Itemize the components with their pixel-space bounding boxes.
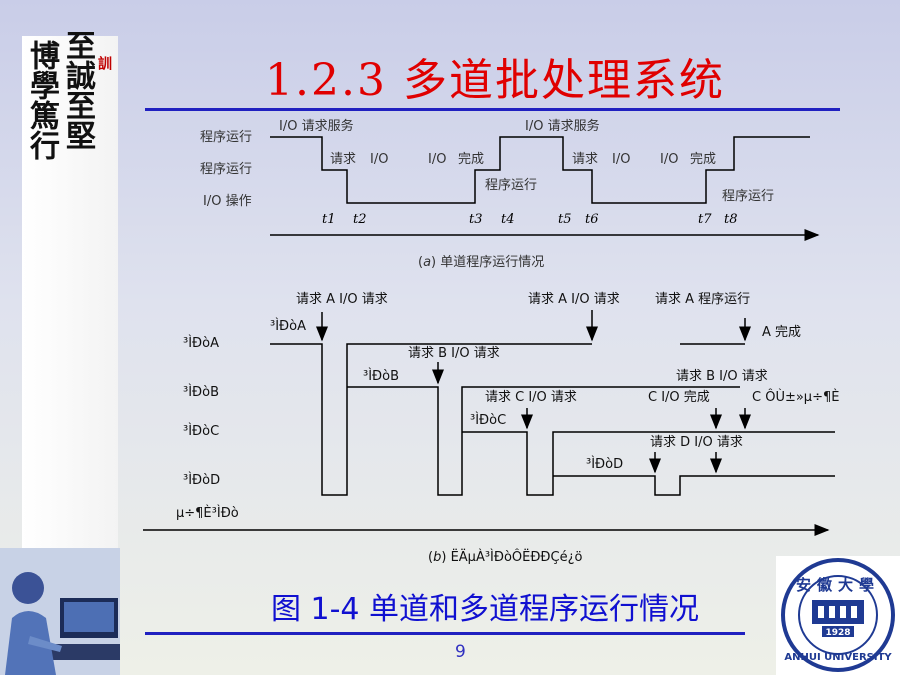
start-label-b: ³ÌÐòB <box>363 368 399 384</box>
logo-english-name: ANHUI UNIVERSITY <box>784 652 892 663</box>
waveform-program-c <box>462 431 835 496</box>
tick-t1: t1 <box>322 212 336 227</box>
waveform-program-d <box>553 475 835 496</box>
event-a-io-request-2: 请求 A I/O 请求 <box>528 292 620 307</box>
title-underline <box>145 108 840 111</box>
mid-label-8: 完成 <box>690 152 716 167</box>
person-at-computer-image <box>0 548 120 675</box>
mid-label-2: I/O <box>370 152 388 167</box>
start-label-a: ³ÌÐòA <box>270 318 306 334</box>
logo-chinese-name: 安徽大學 <box>796 576 880 594</box>
program-label-c: ³ÌÐòC <box>183 423 219 439</box>
sidebar-decoration: 至誠至堅 博學篤行 訓 <box>0 0 120 675</box>
event-b-io-request-2: 请求 B I/O 请求 <box>676 369 768 384</box>
tick-t6: t6 <box>585 212 599 227</box>
program-label-b: ³ÌÐòB <box>183 384 219 400</box>
mid-label-7: I/O <box>660 152 678 167</box>
start-label-d: ³ÌÐòD <box>586 456 623 472</box>
event-a-io-request: 请求 A I/O 请求 <box>296 292 388 307</box>
waveform-program-a <box>270 343 592 496</box>
caption-a-text: 单道程序运行情况 <box>440 255 544 270</box>
program-label-d: ³ÌÐòD <box>183 472 220 488</box>
program-label-scheduler: µ÷¶È³ÌÐò <box>176 505 239 521</box>
bottom-label-2: 程序运行 <box>722 189 774 204</box>
event-b-io-request: 请求 B I/O 请求 <box>408 346 500 361</box>
row-label-run-2: 程序运行 <box>200 162 252 177</box>
caption-b-letter: b <box>433 550 441 565</box>
diagram-b: ³ÌÐòA ³ÌÐòB ³ÌÐòC ³ÌÐòD µ÷¶È³ÌÐò ³ÌÐòA ³… <box>143 292 839 565</box>
figure-caption: 图 1-4 单道和多道程序运行情况 <box>270 592 700 627</box>
event-c-resumed: C ÔÙ±»µ÷¶È <box>752 389 839 405</box>
logo-year: 1928 <box>825 628 850 638</box>
diagram-a: 程序运行 程序运行 I/O 操作 I/O 请求服务 I/O 请求服务 请求 I/… <box>200 118 820 270</box>
mid-label-4: 完成 <box>458 152 484 167</box>
motto-column-1: 至誠至堅 <box>60 30 95 150</box>
single-program-waveform <box>270 136 810 204</box>
start-label-c: ³ÌÐòC <box>470 412 506 428</box>
anhui-university-logo: 安徽大學 1928 ANHUI UNIVERSITY <box>776 556 900 675</box>
waveform-program-b <box>347 386 740 496</box>
caption-b: (b) ËÄµÀ³ÌÐòÔËÐÐÇé¿ö <box>428 549 582 565</box>
bottom-label-1: 程序运行 <box>485 178 537 193</box>
seal-small: 訓 <box>96 56 112 70</box>
top-label-1: I/O 请求服务 <box>279 118 354 134</box>
motto-column-2: 博學篤行 <box>24 40 59 160</box>
event-c-io-request: 请求 C I/O 请求 <box>485 390 577 405</box>
tick-t4: t4 <box>501 212 515 227</box>
row-label-run-1: 程序运行 <box>200 130 252 145</box>
top-label-2: I/O 请求服务 <box>525 118 600 134</box>
mid-label-6: I/O <box>612 152 630 167</box>
slide-title: 1.2.3 多道批处理系统 <box>265 55 725 106</box>
tick-t2: t2 <box>353 212 367 227</box>
mid-label-1: 请求 <box>330 152 356 167</box>
mid-label-3: I/O <box>428 152 446 167</box>
tick-t3: t3 <box>469 212 483 227</box>
row-label-io: I/O 操作 <box>203 193 252 209</box>
event-a-finish: A 完成 <box>762 325 801 340</box>
page-number: 9 <box>455 642 466 662</box>
tick-t5: t5 <box>558 212 572 227</box>
caption-underline <box>145 632 745 635</box>
caption-a-letter: a <box>423 255 431 270</box>
mid-label-5: 请求 <box>572 152 598 167</box>
caption-b-text: ËÄµÀ³ÌÐòÔËÐÐÇé¿ö <box>451 549 583 565</box>
tick-t8: t8 <box>724 212 738 227</box>
event-a-run-request: 请求 A 程序运行 <box>655 292 750 307</box>
sidebar-strip <box>22 36 118 556</box>
tick-t7: t7 <box>698 212 712 227</box>
event-c-io-done: C I/O 完成 <box>648 390 710 405</box>
caption-a: (a) 单道程序运行情况 <box>418 255 544 270</box>
program-label-a: ³ÌÐòA <box>183 335 219 351</box>
event-d-io-request: 请求 D I/O 请求 <box>650 435 743 450</box>
